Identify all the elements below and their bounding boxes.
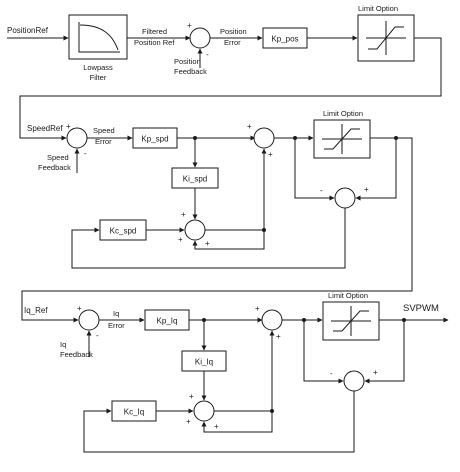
svpwm-label: SVPWM — [403, 303, 439, 314]
iq-int-feedback-wire — [201, 411, 273, 433]
speed-int-plus-top: + — [181, 210, 186, 219]
position-loop: PositionRef Lowpass Filter Filtered Posi… — [7, 4, 442, 141]
iq-error-label-line2: Error — [108, 321, 125, 330]
kc-spd-label: Kc_spd — [110, 227, 137, 236]
position-sum-minus: - — [206, 50, 209, 59]
iq-out-sum-plus-left: + — [255, 304, 260, 313]
iq-ref-label: Iq_Ref — [24, 306, 48, 315]
speed-loop: SpeedRef + - Speed Feedback Speed Error … — [21, 109, 413, 323]
iq-antiwindup-wire — [83, 391, 355, 453]
iq-loop: Iq_Ref + - Iq Feedback Iq Error Kp_Iq Ki… — [24, 291, 449, 453]
speed-ref-connector — [19, 37, 442, 141]
limit-block-2 — [313, 119, 371, 159]
filtered-ref-label-line1: Filtered — [142, 27, 167, 36]
speed-int-feedback-wire — [192, 230, 265, 250]
position-error-label-line1: Position — [220, 27, 247, 36]
iq-diff-minus: - — [330, 369, 333, 378]
speed-diff-plus: + — [364, 185, 369, 194]
kp-iq-label: Kp_Iq — [157, 317, 178, 326]
position-feedback-label-line1: Position — [174, 57, 201, 66]
speed-feedback-label-line2: Feedback — [38, 163, 71, 172]
lowpass-curve-icon — [79, 24, 119, 51]
limit-option-2-label: Limit Option — [323, 109, 363, 118]
position-error-label-line2: Error — [224, 38, 241, 47]
iq-output-sum — [261, 309, 283, 331]
position-ref-label: PositionRef — [7, 26, 49, 35]
speed-diff-minus: - — [320, 186, 323, 195]
speed-sum-minus: - — [84, 149, 87, 158]
position-sum-plus: + — [187, 21, 192, 30]
iq-feedback-label-line1: Iq — [60, 340, 66, 349]
lowpass-label-line2: Filter — [90, 73, 107, 82]
speed-sum-plus: + — [66, 122, 71, 131]
iq-saturation-diff — [343, 370, 365, 392]
speed-error-label-line1: Speed — [93, 126, 115, 135]
kp-spd-label: Kp_spd — [141, 135, 168, 144]
speed-int-plus-bottom: + — [205, 239, 210, 248]
iq-integrator-junction — [193, 400, 215, 422]
iq-int-plus-left: + — [186, 417, 191, 426]
presat-to-diff-wire — [294, 138, 335, 201]
limit-block-1 — [357, 14, 415, 62]
saturation-curve-icon — [324, 128, 360, 150]
kp-pos-label: Kp_pos — [271, 35, 298, 44]
iq-ref-connector — [21, 137, 413, 323]
iq-int-plus-top: + — [189, 392, 194, 401]
iq-postsat-to-diff-wire — [364, 320, 405, 384]
position-sum-junction — [189, 27, 211, 49]
speed-antiwindup-wire — [71, 208, 346, 269]
limit-block-3 — [322, 301, 380, 341]
limit-option-3-label: Limit Option — [328, 291, 368, 300]
iq-sum-junction — [78, 309, 100, 331]
speed-error-label-line2: Error — [95, 137, 112, 146]
filter-axes-icon — [78, 22, 120, 53]
speed-sum-junction — [66, 127, 88, 149]
speed-saturation-diff — [334, 187, 356, 209]
lowpass-filter-block — [68, 14, 128, 60]
speed-out-sum-plus-bottom: + — [268, 150, 273, 159]
speed-int-plus-left: + — [178, 235, 183, 244]
postsat-to-diff-wire — [355, 138, 397, 201]
iq-presat-to-diff-wire — [303, 320, 344, 384]
speed-ref-label: SpeedRef — [27, 124, 63, 133]
saturation-curve-icon — [333, 310, 369, 332]
iq-int-plus-bottom: + — [214, 422, 219, 431]
speed-feedback-label-line1: Speed — [47, 153, 69, 162]
position-feedback-label-line2: Feedback — [174, 67, 207, 76]
iq-sum-plus: + — [77, 304, 82, 313]
filtered-ref-label-line2: Position Ref — [134, 38, 175, 47]
lowpass-label-line1: Lowpass — [83, 63, 113, 72]
iq-diff-plus: + — [373, 368, 378, 377]
speed-output-sum — [253, 127, 275, 149]
kc-iq-label: Kc_Iq — [124, 408, 144, 417]
ki-iq-label: Ki_Iq — [195, 358, 213, 367]
iq-feedback-label-line2: Feedback — [60, 350, 93, 359]
ki-spd-label: Ki_spd — [183, 175, 207, 184]
speed-out-sum-plus-left: + — [247, 122, 252, 131]
speed-integrator-junction — [184, 219, 206, 241]
iq-out-sum-plus-bottom: + — [276, 332, 281, 341]
limit-option-1-label: Limit Option — [358, 4, 398, 13]
iq-sum-minus: - — [96, 331, 99, 340]
iq-error-label-line1: Iq — [113, 309, 119, 318]
saturation-curve-icon — [368, 26, 404, 50]
